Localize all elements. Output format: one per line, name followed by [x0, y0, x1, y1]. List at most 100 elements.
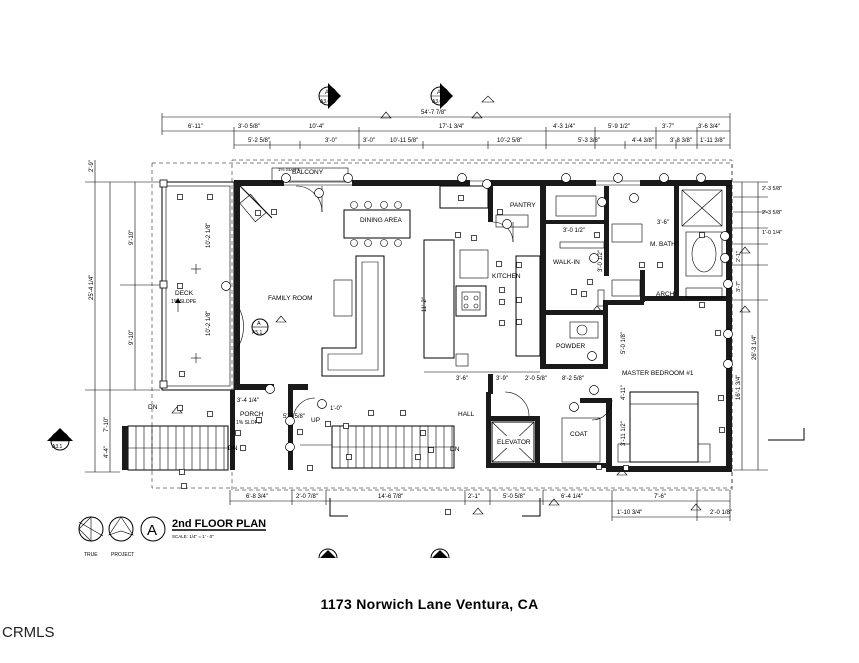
top-dimensions: 54'-7 7/8" 6'-11" 10'-4" 17'-1 3/4" 4'-3…	[161, 110, 731, 149]
numbered-circle	[314, 188, 324, 198]
svg-text:A3.1: A3.1	[52, 444, 63, 450]
svg-text:1% SLOPE: 1% SLOPE	[171, 299, 197, 305]
numbered-circle	[613, 173, 623, 183]
title-badge: A	[140, 516, 166, 542]
callout-tag	[445, 509, 451, 515]
callout-tag	[177, 283, 183, 289]
svg-text:BALCONY: BALCONY	[292, 169, 324, 176]
callout-tag	[207, 411, 213, 417]
svg-text:DN: DN	[228, 445, 238, 452]
svg-text:TRUE: TRUE	[84, 552, 98, 558]
exterior-stair: DN DN	[122, 404, 238, 471]
svg-text:10'-2 1/8": 10'-2 1/8"	[206, 311, 212, 336]
svg-text:1'-11 3/8": 1'-11 3/8"	[700, 138, 725, 144]
callout-tag	[177, 194, 183, 200]
porch: PORCH 1% SLOPE UP	[236, 397, 320, 426]
svg-text:8'-2 5/8": 8'-2 5/8"	[562, 376, 584, 382]
numbered-circle	[723, 279, 733, 289]
svg-text:2'-0 1/8": 2'-0 1/8"	[710, 510, 732, 516]
callout-tag	[346, 454, 352, 460]
svg-text:HALL: HALL	[458, 411, 475, 418]
svg-text:2'-3 5/8": 2'-3 5/8"	[762, 186, 782, 192]
callout-tag	[256, 417, 262, 423]
svg-text:A: A	[147, 522, 157, 539]
numbered-circle	[285, 416, 295, 426]
svg-text:25'-4 1/4": 25'-4 1/4"	[89, 275, 95, 300]
callout-tag	[428, 447, 434, 453]
callout-tag	[255, 210, 261, 216]
svg-text:A: A	[437, 90, 441, 96]
svg-text:WALK-IN: WALK-IN	[553, 259, 580, 266]
callout-tag	[368, 410, 374, 416]
svg-text:4'-4": 4'-4"	[104, 446, 110, 458]
numbered-circle	[561, 173, 571, 183]
bottom-dimensions: 6'-8 3/4" 2'-0 7/8" 14'-6 7/8" 2'-1" 5'-…	[229, 490, 732, 521]
callout-tag	[179, 469, 185, 475]
svg-text:5'-2 5/8": 5'-2 5/8"	[248, 138, 270, 144]
section-marker-top-left: A A3.0	[318, 83, 341, 109]
svg-text:5'-3 3/8": 5'-3 3/8"	[578, 138, 600, 144]
svg-text:A: A	[257, 321, 261, 327]
plan-scale: SCALE: 1/4" = 1' - 0"	[172, 534, 214, 539]
svg-text:2'-0 5/8": 2'-0 5/8"	[525, 376, 547, 382]
svg-text:ARCH: ARCH	[656, 291, 675, 298]
interior-dimensions: 3'-6" 3'-9" 2'-0 5/8" 8'-2 5/8" 10'-2 1/…	[206, 220, 669, 446]
numbered-circle	[723, 329, 733, 339]
svg-text:2'-3 5/8": 2'-3 5/8"	[762, 210, 782, 216]
svg-text:9'-10": 9'-10"	[129, 330, 135, 345]
callout-tag	[400, 410, 406, 416]
callout-tag	[455, 232, 461, 238]
svg-text:3'-9": 3'-9"	[496, 376, 508, 382]
svg-text:1'-10 3/4": 1'-10 3/4"	[617, 510, 642, 516]
callout-tag	[496, 261, 502, 267]
revision-triangles	[171, 95, 751, 515]
svg-text:DECK: DECK	[175, 290, 194, 297]
callout-tag	[179, 371, 185, 377]
svg-text:17'-1 3/4": 17'-1 3/4"	[439, 124, 464, 130]
svg-text:1'-0": 1'-0"	[330, 406, 342, 412]
callout-tag	[718, 395, 724, 401]
right-dimensions: 2'-3 5/8" 2'-3 5/8" 1'-0 1/4" 2'-1" 3'-7…	[733, 181, 805, 471]
callout-tag	[499, 287, 505, 293]
svg-text:A5.1: A5.1	[252, 330, 263, 336]
callout-tag	[499, 320, 505, 326]
numbered-circle	[343, 173, 353, 183]
callout-tag	[516, 319, 522, 325]
callout-tag	[594, 232, 600, 238]
section-marker-left: A A3.1	[47, 428, 73, 451]
callout-tag	[207, 194, 213, 200]
master-bedroom: MASTER BEDROOM #1	[591, 370, 711, 463]
numbered-circle	[587, 351, 597, 361]
svg-text:3'-7": 3'-7"	[736, 281, 742, 292]
numbered-circle	[569, 402, 579, 412]
svg-text:A3.0: A3.0	[432, 99, 443, 105]
plan-title: 2nd FLOOR PLAN	[172, 518, 266, 530]
svg-text:A: A	[325, 90, 329, 96]
svg-text:2'-9": 2'-9"	[89, 160, 95, 172]
callout-tag	[415, 454, 421, 460]
numbered-circle	[723, 359, 733, 369]
callout-tag	[623, 465, 629, 471]
svg-text:1% SLOPE: 1% SLOPE	[278, 167, 301, 172]
callout-tag	[581, 291, 587, 297]
svg-text:11'-2": 11'-2"	[422, 297, 428, 312]
svg-text:A3.0: A3.0	[320, 99, 331, 105]
svg-text:5'-6 5/8": 5'-6 5/8"	[283, 414, 305, 420]
callout-tag	[325, 421, 331, 427]
callout-tag	[516, 262, 522, 268]
kitchen: KITCHEN PANTRY	[423, 185, 541, 367]
callout-tag	[497, 209, 503, 215]
svg-text:COAT: COAT	[570, 431, 588, 438]
callout-tag	[571, 289, 577, 295]
numbered-circle	[285, 442, 295, 452]
svg-text:10'-2 5/8": 10'-2 5/8"	[497, 138, 522, 144]
svg-text:3'-6 3/4": 3'-6 3/4"	[698, 124, 720, 130]
callout-tag	[596, 464, 602, 470]
svg-text:9'-10": 9'-10"	[129, 230, 135, 245]
svg-text:PORCH: PORCH	[240, 411, 264, 418]
svg-text:26'-3 1/4": 26'-3 1/4"	[752, 335, 758, 360]
svg-text:6'-8 3/4": 6'-8 3/4"	[246, 494, 268, 500]
svg-text:2'-0 7/8": 2'-0 7/8"	[296, 494, 318, 500]
callout-tag	[471, 235, 477, 241]
callout-tag	[271, 209, 277, 215]
